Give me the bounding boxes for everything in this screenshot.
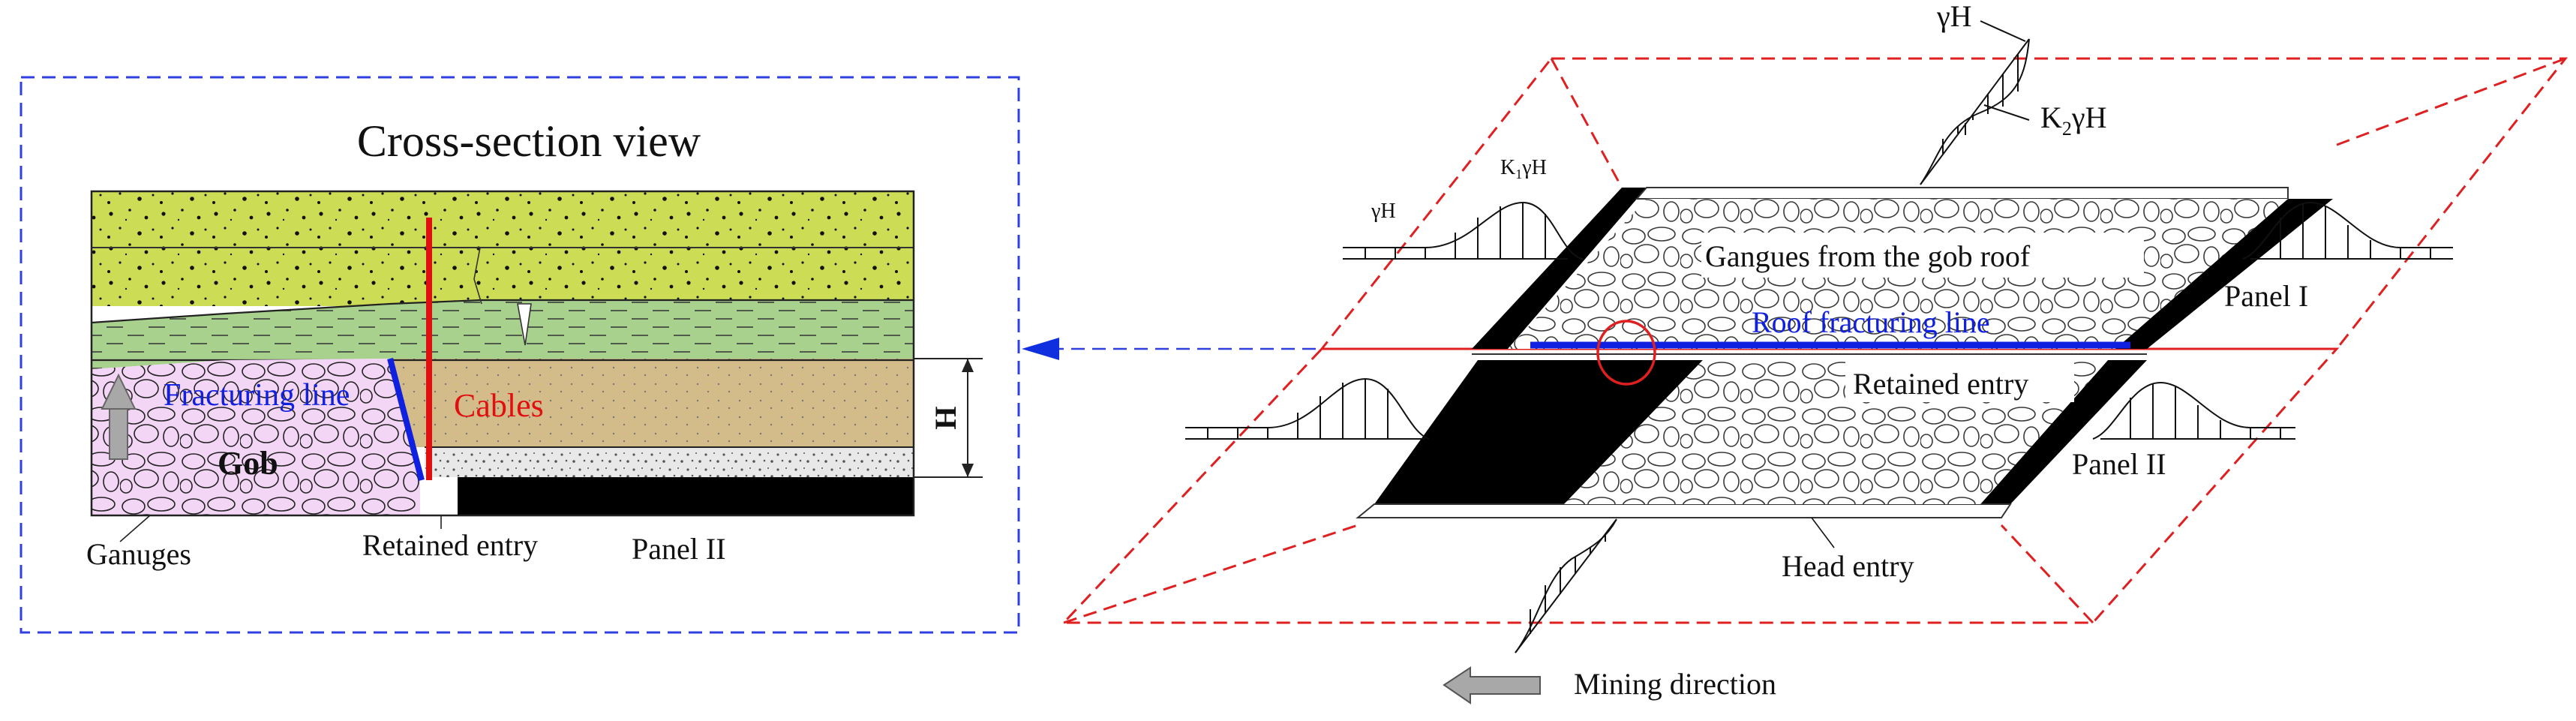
head-entry-strip	[1356, 503, 2012, 518]
roof-fracturing-line-label: Roof fracturing line	[1752, 305, 1990, 339]
cross-section-title: Cross-section view	[357, 116, 701, 166]
fracturing-line	[387, 357, 425, 482]
lower-coal-panel-ii	[1374, 360, 1703, 504]
view-connector-arrowhead	[1022, 338, 1059, 360]
stress-left-lower	[1185, 377, 1430, 440]
mining-direction-label: Mining direction	[1574, 667, 1776, 701]
panel-ii-label-left: Panel II	[632, 532, 726, 566]
h-dimension: H	[914, 358, 983, 478]
stress-top	[1920, 20, 2030, 185]
gob-up-arrow	[101, 373, 137, 460]
gamma-h-top-label: γH	[1936, 0, 1972, 33]
head-entry-label: Head entry	[1782, 549, 1914, 583]
panel-ii-label-right: Panel II	[2072, 447, 2166, 481]
k2-gamma-h-label: K2γH	[2040, 101, 2106, 140]
gob-label: Gob	[218, 445, 278, 482]
lower-right-pillar	[1980, 360, 2147, 504]
cables-label: Cables	[454, 387, 544, 424]
panel-i-label: Panel I	[2224, 279, 2308, 313]
h-label: H	[929, 406, 962, 429]
ganuges-label: Ganuges	[86, 537, 191, 571]
gamma-h-left-label: γH	[1371, 200, 1396, 223]
stress-bottom	[1515, 518, 1617, 653]
strata-section	[90, 190, 915, 517]
retained-entry-opening	[425, 477, 458, 515]
upper-left-pillar	[1472, 188, 1647, 349]
fracturing-line-label: Fracturing line	[164, 378, 350, 413]
stress-right-upper	[2242, 201, 2453, 260]
gangues-roof-label: Gangues from the gob roof	[1705, 239, 2031, 273]
mining-direction-arrow	[1443, 666, 1541, 704]
k1-gamma-h-label: K1γH	[1500, 156, 1547, 182]
section-highlight-ellipse	[1596, 320, 1656, 386]
coal-seam-panel-ii	[458, 477, 914, 515]
top-entry	[1635, 187, 2289, 200]
stress-left-upper	[1343, 201, 1584, 260]
upper-right-pillar	[2115, 199, 2333, 349]
stress-right-lower	[2092, 381, 2295, 440]
cross-section-frame	[20, 76, 1020, 634]
retained-entry-label-right: Retained entry	[1853, 367, 2028, 401]
outer-frame-upper	[1319, 57, 2568, 350]
retained-entry-label-left: Retained entry	[362, 528, 538, 562]
